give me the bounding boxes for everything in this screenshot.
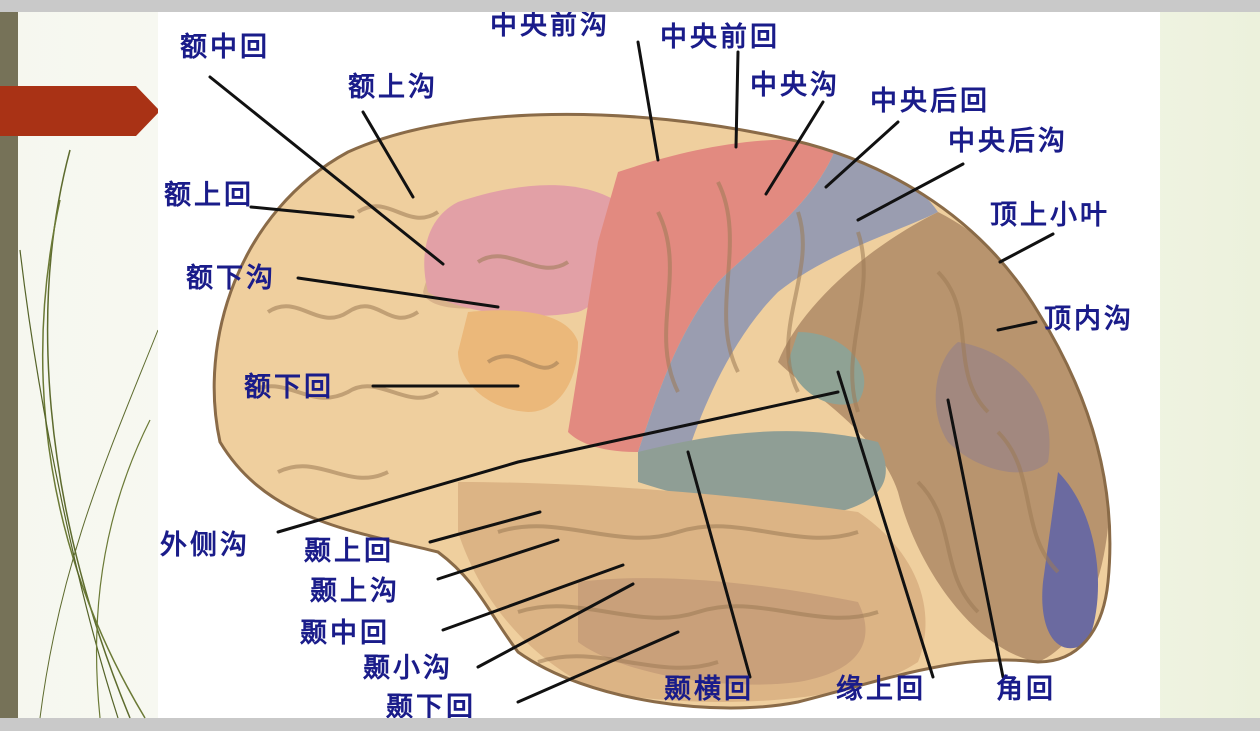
title-arrow-shape (0, 86, 160, 136)
leader-lines (208, 40, 1055, 704)
label-superior-frontal-sulcus: 额上沟 (348, 72, 438, 103)
labels: 额中回 额上沟 中央前沟 中央前回 中央沟 中央后回 中央后沟 顶上小叶 额上回… (160, 12, 1134, 718)
slide-left-bar (0, 12, 18, 718)
label-inferior-frontal-gyrus: 额下回 (244, 372, 334, 403)
label-intraparietal-sulcus: 顶内沟 (1044, 304, 1134, 335)
label-middle-temporal-gyrus: 颞中回 (299, 618, 390, 649)
precentral-region (568, 139, 838, 452)
brain-diagram: 额中回 额上沟 中央前沟 中央前回 中央沟 中央后回 中央后沟 顶上小叶 额上回… (160, 12, 1134, 718)
postcentral-region (638, 142, 938, 456)
label-superior-parietal-lobule: 顶上小叶 (990, 200, 1110, 231)
label-inferior-temporal-gyrus: 颞下回 (385, 692, 476, 718)
frontal-middle-region (424, 185, 621, 316)
label-central-sulcus: 中央沟 (750, 70, 840, 101)
label-transverse-temporal-gyrus: 颞横回 (663, 674, 754, 705)
label-frontal-middle-gyrus: 额中回 (180, 32, 270, 63)
label-superior-temporal-sulcus: 颞上沟 (309, 576, 400, 607)
label-lateral-sulcus: 外侧沟 (160, 530, 250, 561)
label-superior-temporal-gyrus: 颞上回 (303, 536, 394, 567)
label-supramarginal-gyrus: 缘上回 (836, 674, 926, 705)
label-temporal-small-sulcus: 颞小沟 (362, 653, 453, 684)
label-angular-gyrus: 角回 (996, 673, 1056, 705)
label-inferior-frontal-sulcus: 额下沟 (186, 263, 276, 294)
label-postcentral-gyrus: 中央后回 (870, 86, 990, 117)
brain-figure: 额中回 额上沟 中央前沟 中央前回 中央沟 中央后回 中央后沟 顶上小叶 额上回… (158, 12, 1160, 718)
label-precentral-sulcus: 中央前沟 (490, 12, 610, 41)
decorative-curves (19, 149, 159, 719)
label-superior-frontal-gyrus: 额上回 (164, 180, 254, 211)
label-postcentral-sulcus: 中央后沟 (948, 126, 1068, 157)
label-precentral-gyrus: 中央前回 (660, 21, 780, 53)
brain-outline (212, 112, 1112, 710)
lateral-sulcus-leader (276, 390, 840, 534)
